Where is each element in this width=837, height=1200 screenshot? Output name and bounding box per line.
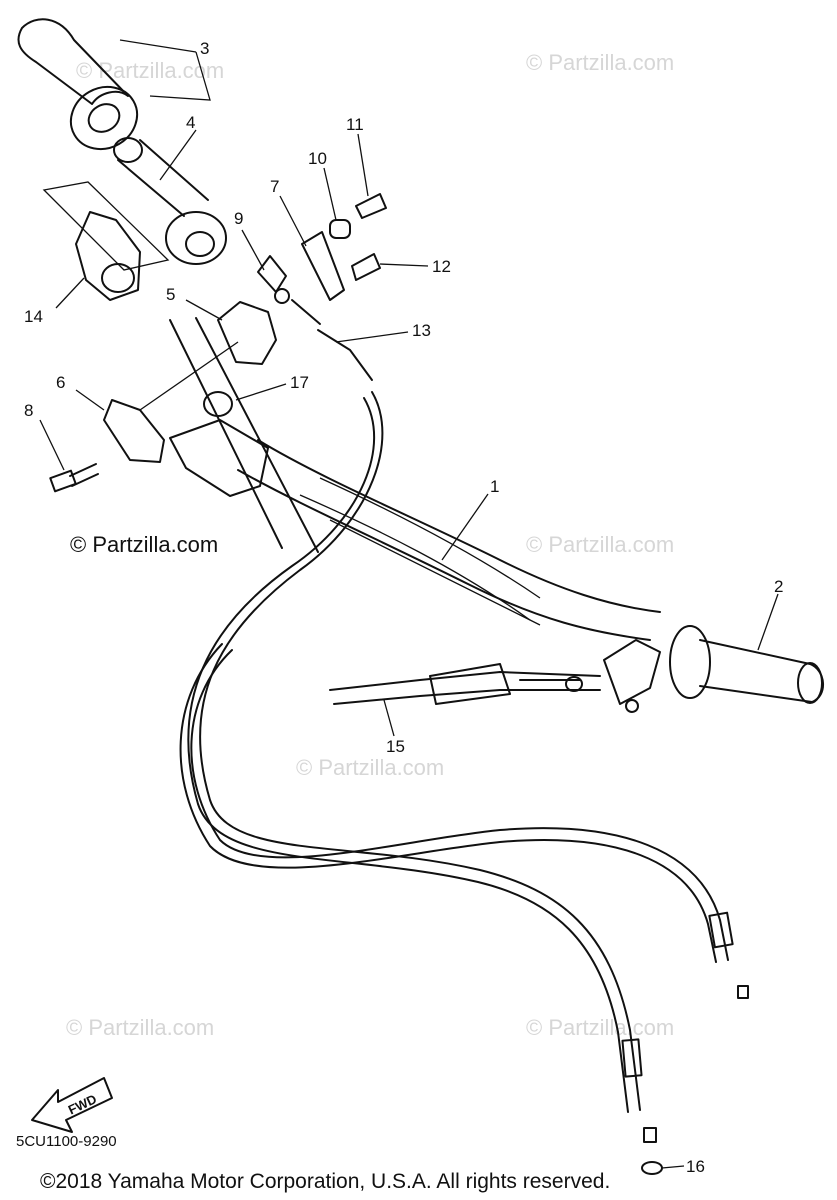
callout-4: 4 bbox=[186, 113, 195, 132]
watermark-bottom-right: © Partzilla.com bbox=[526, 1015, 674, 1040]
fwd-arrow-icon: FWD bbox=[31, 1077, 113, 1133]
watermark-dark: © Partzilla.com bbox=[70, 532, 218, 557]
callout-14: 14 bbox=[24, 307, 43, 326]
throttle-cable-upper bbox=[187, 329, 641, 1113]
callout-6: 6 bbox=[56, 373, 65, 392]
callout-15: 15 bbox=[386, 737, 405, 756]
leader-lines bbox=[39, 39, 779, 1169]
bolt-8 bbox=[49, 463, 99, 493]
handlebar bbox=[169, 317, 661, 641]
callout-12: 12 bbox=[432, 257, 451, 276]
cable-end-16 bbox=[621, 1038, 663, 1175]
throttle-housing-lower bbox=[103, 301, 277, 497]
callout-13: 13 bbox=[412, 321, 431, 340]
left-grip bbox=[17, 18, 139, 151]
callout-2: 2 bbox=[774, 577, 783, 596]
watermark-top-right: © Partzilla.com bbox=[526, 50, 674, 75]
throttle-housing-upper bbox=[42, 181, 170, 301]
callout-8: 8 bbox=[24, 401, 33, 420]
callout-11: 11 bbox=[346, 115, 364, 134]
small-parts bbox=[257, 193, 387, 325]
callout-5: 5 bbox=[166, 285, 175, 304]
copyright: ©2018 Yamaha Motor Corporation, U.S.A. A… bbox=[40, 1170, 610, 1193]
callout-1: 1 bbox=[490, 477, 499, 496]
watermark-center: © Partzilla.com bbox=[296, 755, 444, 780]
watermark-mid-right: © Partzilla.com bbox=[526, 532, 674, 557]
callout-7: 7 bbox=[270, 177, 279, 196]
right-grip bbox=[519, 625, 824, 713]
diagram-code: 5CU1100-9290 bbox=[16, 1133, 117, 1150]
callout-10: 10 bbox=[308, 149, 327, 168]
watermark-bottom-left: © Partzilla.com bbox=[66, 1015, 214, 1040]
throttle-cable-lower bbox=[179, 643, 749, 999]
callout-17: 17 bbox=[290, 373, 309, 392]
callout-9: 9 bbox=[234, 209, 243, 228]
callout-16: 16 bbox=[686, 1157, 705, 1176]
callout-3: 3 bbox=[200, 39, 209, 58]
throttle-tube bbox=[113, 137, 227, 265]
